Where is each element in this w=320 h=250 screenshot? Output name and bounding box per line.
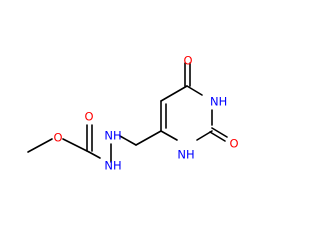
bond-carbonyl-c-nh (88, 151, 101, 159)
atom-o-carbonyl: O (84, 110, 93, 124)
bonds (27, 62, 228, 163)
atom-nh-hydrazine-1: NH (104, 129, 121, 143)
atom-nh-n3: NH (210, 95, 227, 109)
bond-c2-o-b (209, 131, 226, 142)
atom-nh-hydrazine-2: NH (104, 159, 121, 173)
bond-n1-c6 (160, 130, 178, 141)
bond-ch2-c6 (135, 130, 162, 146)
atom-o-right: O (229, 137, 238, 151)
bond-nh-ch2 (119, 135, 137, 146)
atom-o-ester: O (53, 131, 62, 145)
atom-nh-n1: NH (177, 148, 194, 162)
bond-ester-o-carbonyl-c (62, 138, 90, 153)
atom-o-top: O (183, 54, 192, 68)
atom-labels: O NH O NH O O NH NH (53, 54, 238, 173)
bond-c2-o-a (211, 127, 228, 138)
bond-methyl-ester-o (27, 138, 53, 153)
bond-c5-c4 (160, 85, 188, 102)
bond-c4-n3 (186, 85, 203, 96)
molecule-structure-diagram: O NH O NH O O NH NH (27, 54, 239, 173)
